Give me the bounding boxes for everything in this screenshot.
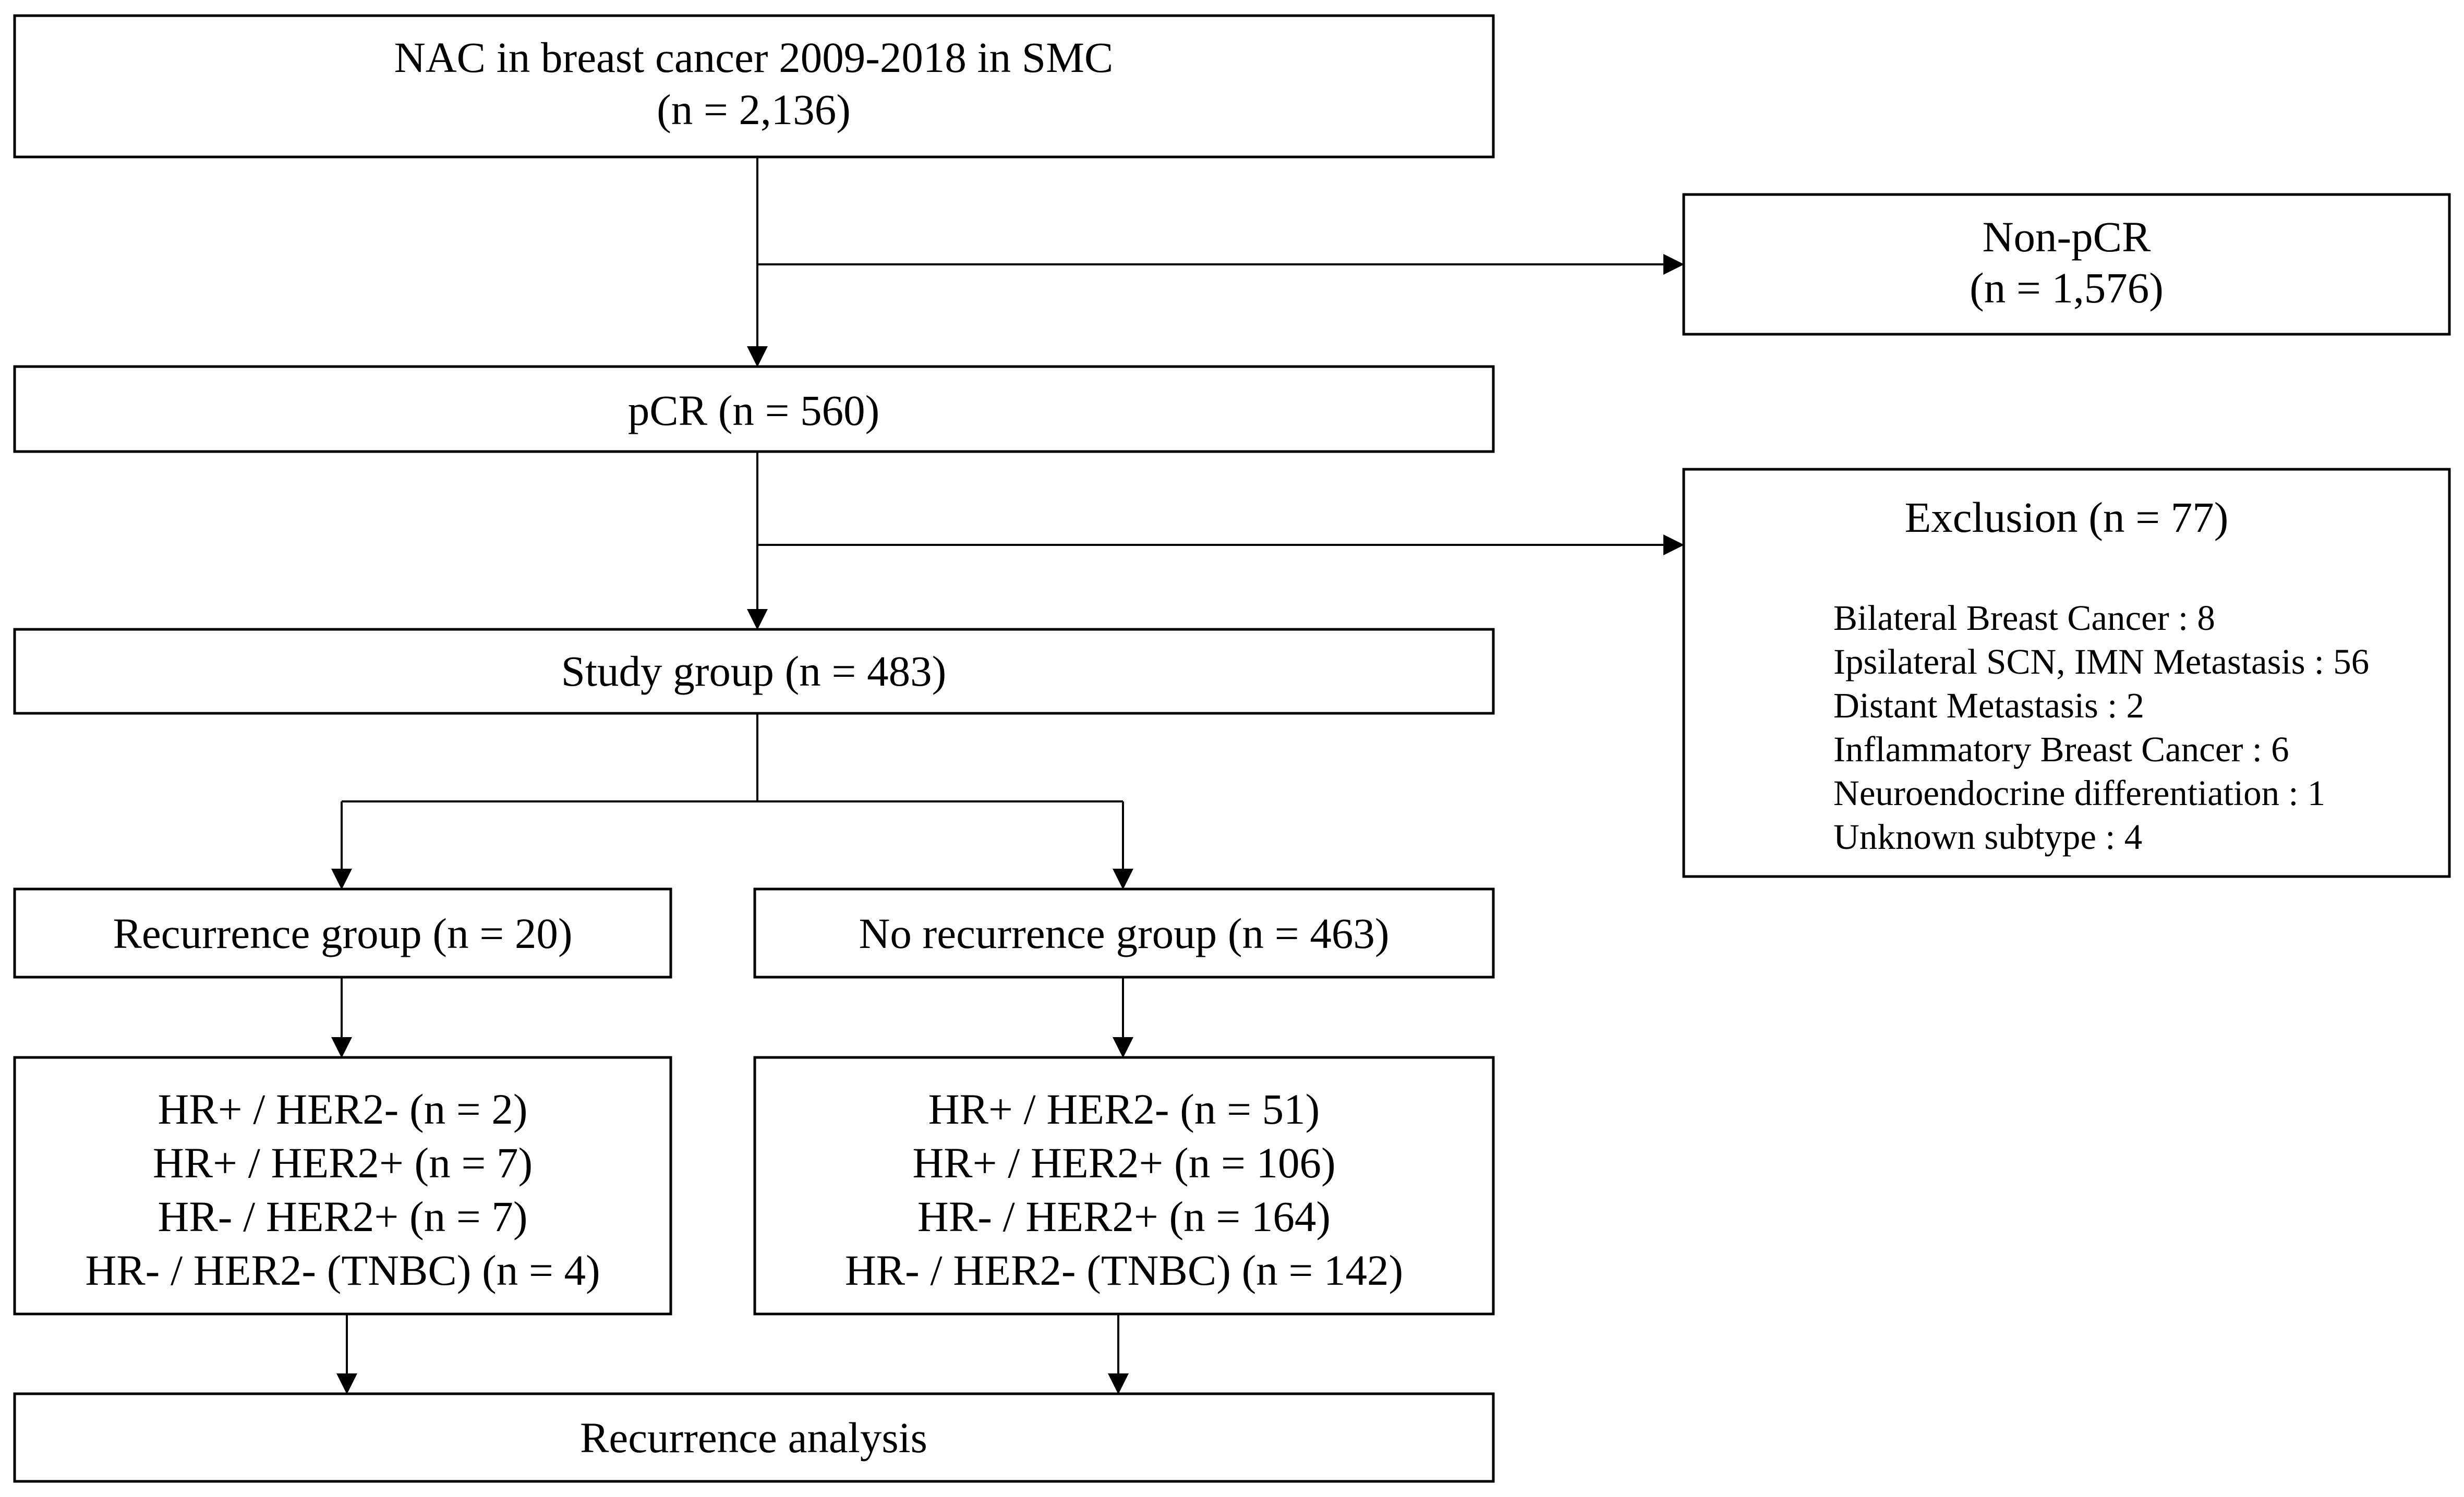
recurrence-analysis-label: Recurrence analysis — [580, 1414, 927, 1462]
no-recurrence-group-label: No recurrence group (n = 463) — [859, 909, 1389, 957]
recurrence-subtype-item: HR- / HER2+ (n = 7) — [158, 1192, 527, 1240]
exclusion-item: Unknown subtype : 4 — [1833, 817, 2142, 857]
node-non-pcr: Non-pCR (n = 1,576) — [1682, 193, 2451, 336]
recurrence-subtype-item: HR+ / HER2- (n = 2) — [158, 1085, 527, 1133]
exclusion-title: Exclusion (n = 77) — [1905, 493, 2229, 541]
node-exclusion: Exclusion (n = 77) Bilateral Breast Canc… — [1682, 468, 2451, 878]
node-recurrence-subtypes: HR+ / HER2- (n = 2) HR+ / HER2+ (n = 7) … — [13, 1056, 672, 1316]
node-study-group: Study group (n = 483) — [13, 628, 1495, 715]
no-recurrence-subtype-item: HR- / HER2+ (n = 164) — [917, 1192, 1331, 1240]
non-pcr-count: (n = 1,576) — [1970, 264, 2164, 312]
exclusion-item: Distant Metastasis : 2 — [1833, 686, 2144, 725]
exclusion-item: Inflammatory Breast Cancer : 6 — [1833, 729, 2289, 769]
node-no-recurrence-group: No recurrence group (n = 463) — [753, 887, 1495, 979]
recurrence-subtype-item: HR- / HER2- (TNBC) (n = 4) — [85, 1246, 600, 1294]
exclusion-item: Bilateral Breast Cancer : 8 — [1833, 598, 2215, 638]
no-recurrence-subtype-item: HR+ / HER2+ (n = 106) — [912, 1139, 1335, 1187]
recurrence-subtype-item: HR+ / HER2+ (n = 7) — [153, 1139, 533, 1187]
connectors — [331, 157, 1684, 1394]
study-group-label: Study group (n = 483) — [561, 647, 946, 695]
node-no-recurrence-subtypes: HR+ / HER2- (n = 51) HR+ / HER2+ (n = 10… — [753, 1056, 1495, 1316]
nac-title: NAC in breast cancer 2009-2018 in SMC — [394, 33, 1114, 81]
node-pcr: pCR (n = 560) — [13, 365, 1495, 453]
node-recurrence-group: Recurrence group (n = 20) — [13, 887, 672, 979]
recurrence-group-label: Recurrence group (n = 20) — [113, 909, 572, 957]
no-recurrence-subtype-item: HR- / HER2- (TNBC) (n = 142) — [845, 1246, 1403, 1294]
pcr-label: pCR (n = 560) — [628, 386, 880, 434]
node-nac: NAC in breast cancer 2009-2018 in SMC (n… — [13, 14, 1495, 159]
exclusion-item: Neuroendocrine differentiation : 1 — [1833, 773, 2325, 813]
nac-count: (n = 2,136) — [657, 86, 851, 133]
exclusion-item: Ipsilateral SCN, IMN Metastasis : 56 — [1833, 642, 2369, 681]
non-pcr-title: Non-pCR — [1983, 213, 2151, 261]
no-recurrence-subtype-item: HR+ / HER2- (n = 51) — [928, 1085, 1320, 1133]
node-recurrence-analysis: Recurrence analysis — [13, 1392, 1495, 1483]
